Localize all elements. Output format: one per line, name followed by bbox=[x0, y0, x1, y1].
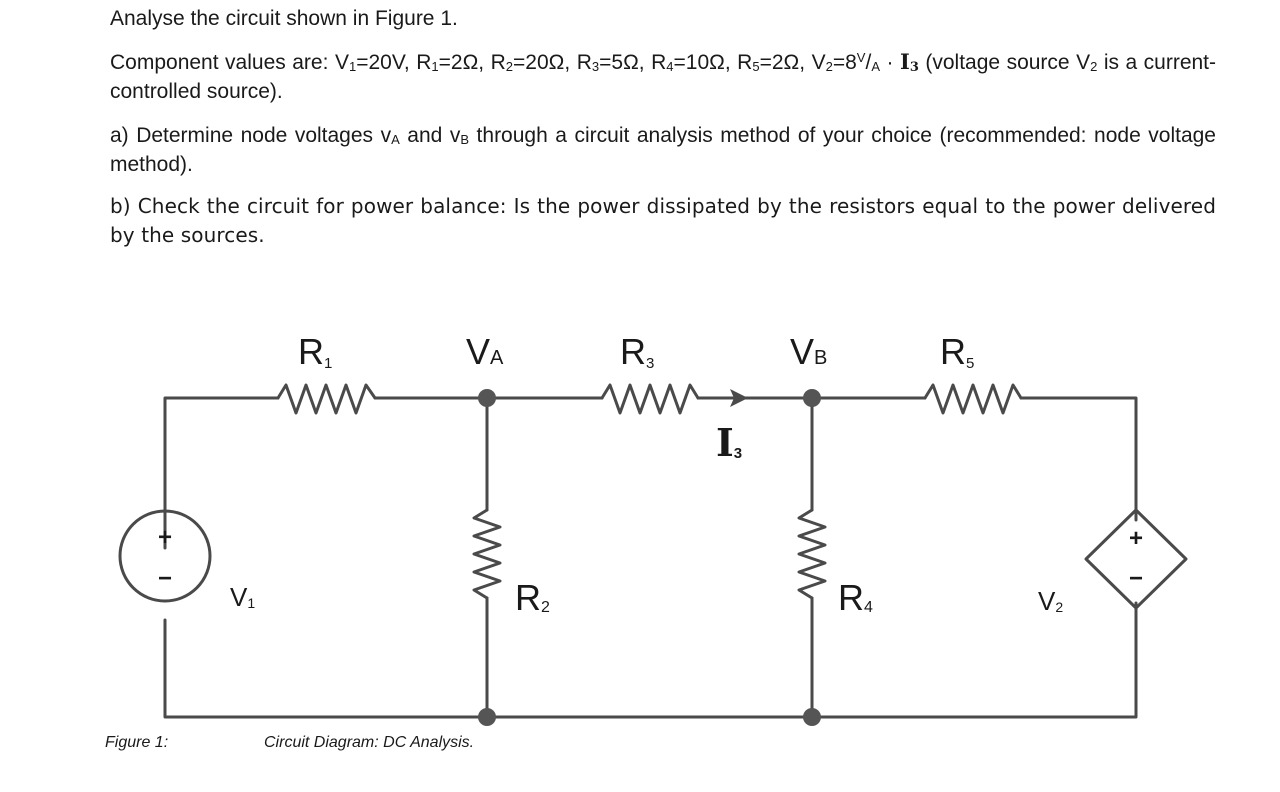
component-subscript: 5 bbox=[752, 58, 760, 74]
resistor-r1 bbox=[276, 383, 377, 415]
figure-caption: Circuit Diagram: DC Analysis. bbox=[264, 734, 475, 751]
label-r1: R1 bbox=[298, 331, 332, 372]
component-subscript: 2 bbox=[505, 58, 514, 74]
component-amount: =2Ω, bbox=[438, 51, 491, 74]
component-subscript: 1 bbox=[431, 58, 439, 74]
component-symbol: R bbox=[576, 51, 592, 74]
component-amount: =10Ω, bbox=[673, 51, 738, 74]
current-arrow-i3 bbox=[730, 389, 748, 407]
resistor-r2 bbox=[472, 508, 502, 600]
component-value: R1=2Ω, bbox=[416, 51, 490, 74]
component-subscript: 1 bbox=[348, 58, 357, 74]
label-i3: I3 bbox=[716, 420, 742, 465]
label-r4: R4 bbox=[838, 577, 873, 618]
label-r3: R3 bbox=[620, 331, 654, 372]
component-list: V1=20V, R1=2Ω, R2=20Ω, R3=5Ω, R4=10Ω, R5… bbox=[335, 51, 857, 74]
component-value: V2=8 bbox=[812, 51, 857, 74]
part-a-text: a) Determine node voltages vA and vB thr… bbox=[110, 124, 1216, 176]
resistor-r5 bbox=[923, 383, 1023, 415]
component-symbol: V bbox=[811, 51, 826, 74]
resistor-r3 bbox=[600, 383, 700, 415]
component-value: V1=20V, bbox=[335, 51, 416, 74]
wire-bottom bbox=[163, 601, 1138, 719]
component-symbol: R bbox=[416, 51, 432, 74]
component-symbol: V bbox=[334, 51, 349, 74]
component-symbol: R bbox=[490, 51, 506, 74]
wire-r5-right bbox=[1019, 396, 1138, 522]
resistor-r4 bbox=[797, 508, 827, 600]
component-amount: =20V, bbox=[356, 51, 417, 74]
v2-minus-sign: − bbox=[1129, 565, 1143, 592]
part-b-text: b) Check the circuit for power balance: … bbox=[110, 194, 1216, 247]
v2-plus-sign: + bbox=[1129, 525, 1143, 552]
component-amount: =5Ω, bbox=[599, 51, 652, 74]
label-vb: VB bbox=[790, 331, 827, 372]
figure-label: Figure 1: bbox=[105, 734, 169, 751]
label-v2: V2 bbox=[1038, 586, 1063, 616]
v1-plus-sign: + bbox=[158, 524, 172, 551]
component-subscript: 3 bbox=[591, 58, 600, 74]
label-r5: R5 bbox=[940, 331, 974, 372]
node-bottom-a bbox=[478, 708, 496, 726]
node-vb bbox=[803, 389, 821, 407]
component-value: R3=5Ω, bbox=[577, 51, 651, 74]
label-va: VA bbox=[466, 331, 504, 372]
component-value: R5=2Ω, bbox=[737, 51, 811, 74]
component-amount: =2Ω, bbox=[759, 51, 812, 74]
dependent-source-v2 bbox=[1084, 508, 1188, 610]
component-value: R2=20Ω, bbox=[491, 51, 577, 74]
component-amount: =8 bbox=[832, 51, 857, 74]
wire-top-left bbox=[163, 396, 280, 550]
label-v1: V1 bbox=[230, 582, 255, 612]
v1-minus-sign: − bbox=[158, 565, 172, 592]
voltage-source-v1 bbox=[118, 509, 212, 603]
intro-text: Analyse the circuit shown in Figure 1. bbox=[110, 7, 458, 30]
component-symbol: R bbox=[737, 51, 753, 74]
component-value: R4=10Ω, bbox=[651, 51, 737, 74]
component-subscript: 2 bbox=[825, 58, 833, 74]
component-symbol: R bbox=[651, 51, 667, 74]
component-amount: =20Ω, bbox=[513, 51, 577, 74]
component-values-text: Component values are: V1=20V, R1=2Ω, R2=… bbox=[110, 49, 1217, 103]
node-va bbox=[478, 389, 496, 407]
label-r2: R2 bbox=[515, 577, 550, 618]
component-subscript: 4 bbox=[666, 58, 674, 74]
node-bottom-b bbox=[803, 708, 821, 726]
